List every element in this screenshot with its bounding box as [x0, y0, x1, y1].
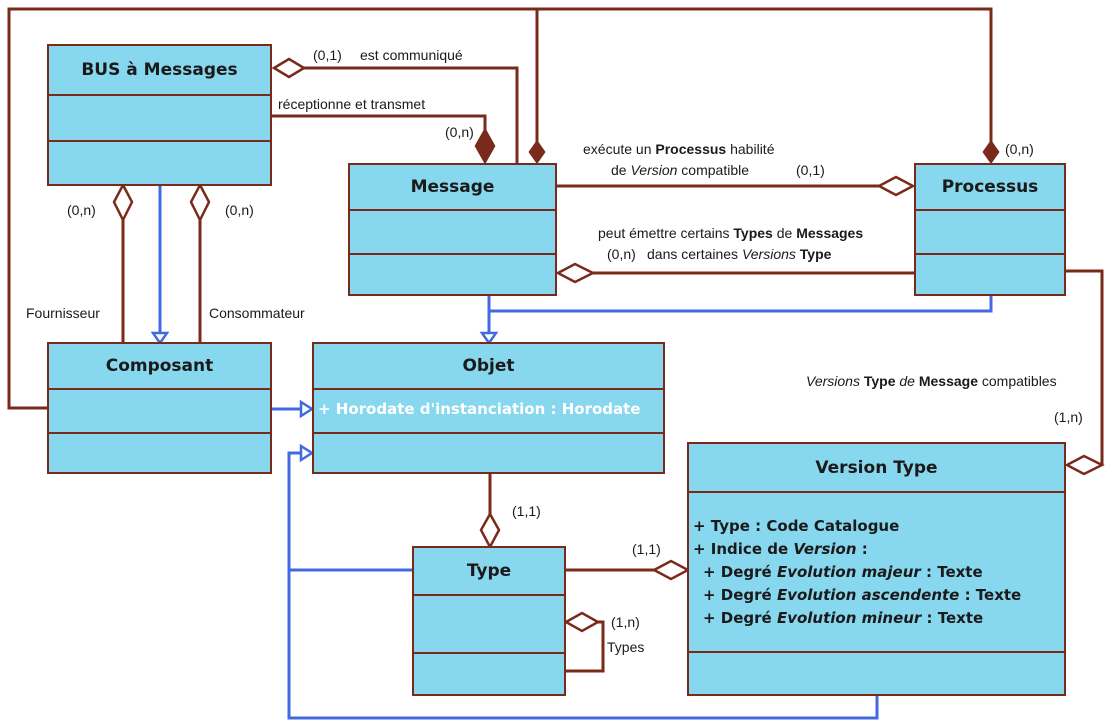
class-composant[interactable]: Composant	[47, 342, 272, 474]
diamond-bus-fournisseur	[112, 182, 134, 223]
label-fournisseur: Fournisseur	[26, 305, 100, 321]
class-title: Type	[414, 548, 564, 596]
label-execute-line1: exécute un Processus habilité	[583, 141, 775, 157]
assoc-message-processus-loop	[537, 7, 993, 142]
diamond-message-top	[528, 139, 546, 165]
attr-degre-mineur: + Degré Evolution mineur : Texte	[703, 609, 984, 627]
diamond-bus-est-communique	[271, 57, 307, 79]
attr-horodate: + Horodate d'instanciation : Horodate	[318, 400, 641, 418]
class-operations	[350, 255, 555, 294]
assoc-composant-message-loop	[7, 7, 539, 410]
diamond-versiontype	[1064, 454, 1105, 476]
label-peut-emettre-mult: (0,n)	[607, 246, 636, 262]
diamond-message-receptionne	[474, 127, 496, 165]
label-consommateur-mult: (0,n)	[225, 202, 254, 218]
inherit-arrow-objet-left2	[299, 443, 315, 463]
label-peut-emettre-line1: peut émettre certains Types de Messages	[598, 225, 864, 241]
label-execute-line2: de Version compatible	[611, 162, 750, 178]
attr-degre-ascendente: + Degré Evolution ascendente : Texte	[703, 586, 1022, 604]
class-operations	[414, 654, 564, 694]
diamond-processus-top	[982, 139, 1000, 165]
label-objet-type-mult: (1,1)	[512, 503, 541, 519]
inherit-type-versiontype-objet	[287, 451, 879, 720]
class-type[interactable]: Type	[412, 546, 566, 696]
class-title: Composant	[49, 344, 270, 390]
diamond-bus-consommateur	[189, 182, 211, 223]
label-peut-emettre-line2: dans certaines Versions Type	[647, 246, 832, 262]
label-type-self-mult: (1,n)	[611, 614, 640, 630]
class-bus-a-messages[interactable]: BUS à Messages	[47, 44, 272, 186]
assoc-processus-versiontype	[1066, 269, 1104, 465]
label-consommateur: Consommateur	[209, 305, 305, 321]
class-attributes: + Type : Code Catalogue + Indice de Vers…	[689, 493, 1064, 653]
diamond-type-objet	[479, 511, 501, 550]
assoc-bus-message-receptionne	[272, 114, 487, 130]
assoc-bus-message-est-communique	[304, 66, 519, 163]
inherit-processus-objet	[489, 296, 993, 313]
inherit-arrow-objet-top	[479, 331, 499, 346]
class-title: Objet	[314, 344, 663, 390]
class-attributes: + Horodate d'instanciation : Horodate	[314, 390, 663, 434]
diamond-processus-execute	[876, 175, 916, 197]
inherit-arrow-objet-left1	[299, 399, 315, 419]
class-operations	[314, 434, 663, 472]
label-execute-mult: (0,1)	[796, 162, 825, 178]
label-message-mult: (0,n)	[445, 124, 474, 140]
class-processus[interactable]: Processus	[914, 163, 1066, 296]
label-bus-mult: (0,1)	[313, 47, 342, 63]
label-types: Types	[607, 639, 645, 655]
class-title: Message	[350, 165, 555, 211]
diamond-message-emettre	[555, 262, 596, 284]
label-type-versiontype-mult: (1,1)	[632, 541, 661, 557]
class-attributes	[916, 211, 1064, 255]
label-est-communique: est communiqué	[360, 47, 463, 63]
label-fournisseur-mult: (0,n)	[67, 202, 96, 218]
attr-indice-version: + Indice de Version :	[693, 540, 868, 558]
class-objet[interactable]: Objet + Horodate d'instanciation : Horod…	[312, 342, 665, 474]
class-title: Version Type	[689, 444, 1064, 493]
class-operations	[49, 142, 270, 184]
class-operations	[689, 653, 1064, 694]
label-versions-type-compatibles: Versions Type de Message compatibles	[806, 373, 1057, 389]
class-operations	[49, 434, 270, 472]
class-title: BUS à Messages	[49, 46, 270, 96]
class-attributes	[414, 596, 564, 654]
label-receptionne-et-transmet: réceptionne et transmet	[278, 96, 426, 112]
class-attributes	[49, 390, 270, 434]
class-message[interactable]: Message	[348, 163, 557, 296]
class-operations	[916, 255, 1064, 294]
class-version-type[interactable]: Version Type + Type : Code Catalogue + I…	[687, 442, 1066, 696]
diamond-versiontype-type	[651, 559, 691, 581]
class-attributes	[49, 96, 270, 142]
label-versiontype-mult: (1,n)	[1054, 409, 1083, 425]
attr-degre-majeur: + Degré Evolution majeur : Texte	[703, 563, 983, 581]
attr-type: + Type : Code Catalogue	[693, 517, 900, 535]
label-processus-mult: (0,n)	[1005, 141, 1034, 157]
class-attributes	[350, 211, 555, 255]
inherit-arrow-composant	[150, 331, 170, 346]
class-title: Processus	[916, 165, 1064, 211]
diamond-type-self	[563, 611, 601, 633]
